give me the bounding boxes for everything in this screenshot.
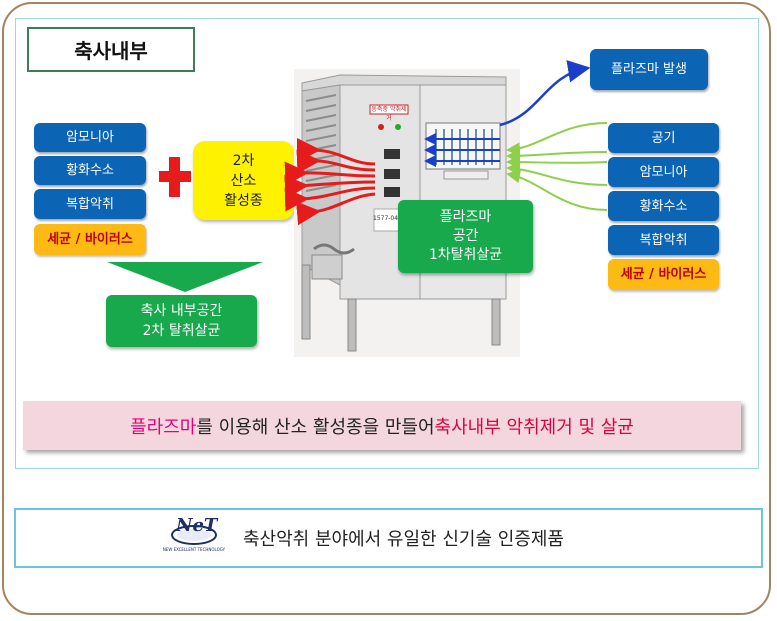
machine-phone-label: 1577-04: [373, 215, 399, 222]
left-item-complex-odor: 복합악취: [34, 189, 146, 219]
right-item-hydrogen-sulfide: 황화수소: [608, 191, 719, 221]
right-item-air: 공기: [608, 123, 719, 153]
left-item-ammonia: 암모니아: [34, 123, 146, 152]
secondary-oxygen-species-box: 2차 산소 활성종: [193, 141, 294, 220]
banner-plasma-text: 플라즈마: [130, 416, 197, 438]
barn-secondary-sterilization-box: 축사 내부공간 2차 탈취살균: [106, 295, 257, 347]
plasma-space-primary-sterilization-box: 플라즈마 공간 1차탈취살균: [398, 200, 533, 273]
machine-panel-label: 동축중 악취제거: [371, 106, 407, 122]
right-item-ammonia: 암모니아: [608, 157, 719, 187]
certification-box: [14, 508, 763, 568]
right-item-complex-odor: 복합악취: [608, 225, 719, 255]
page-title: 축사내부: [27, 27, 195, 72]
left-item-bacteria-virus: 세균 / 바이러스: [34, 224, 146, 255]
net-logo-text: NeT: [176, 515, 218, 536]
plasma-generation-box: 플라즈마 발생: [590, 49, 708, 90]
diagram-panel: [15, 18, 759, 469]
net-logo-subtext: NEW EXCELLENT TECHNOLOGY: [162, 547, 226, 552]
down-triangle-arrow-icon: [107, 262, 263, 292]
plus-icon: [159, 157, 191, 197]
banner-middle-text: 를 이용해 산소 활성종을 만들어: [196, 416, 435, 438]
net-certification-logo-icon: [171, 525, 217, 545]
banner-highlight-text: 축사내부 악취제거 및 살균: [434, 416, 634, 438]
outer-frame: [2, 2, 771, 615]
certification-caption: 축산악취 분야에서 유일한 신기술 인증제품: [243, 529, 564, 550]
left-item-hydrogen-sulfide: 황화수소: [34, 156, 146, 185]
right-item-bacteria-virus: 세균 / 바이러스: [608, 259, 719, 290]
